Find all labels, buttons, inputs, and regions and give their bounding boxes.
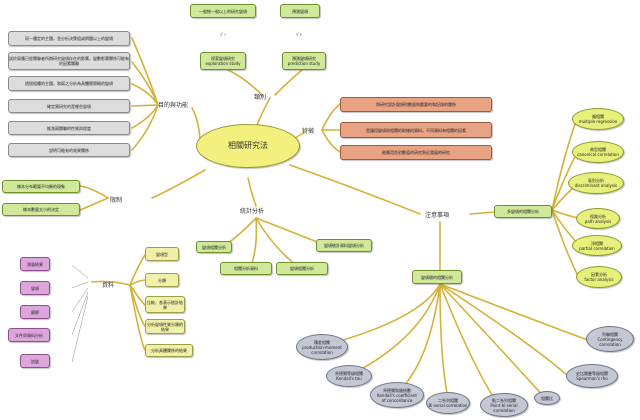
node-top-predict: 預測變項: [280, 4, 320, 18]
branch-label-steps: 統計分析: [240, 208, 265, 215]
node-purpose-4: 確定實研究的是哪些變項: [8, 99, 130, 113]
node-result-1: 變項型: [145, 247, 179, 261]
node-purpose-3: 透過相種的主題，和兩之分析為具體實際概的變項: [8, 76, 130, 91]
link-bi-items: [321, 283, 589, 401]
node-purpose-5: 推測兩關聯的性質與程度: [8, 121, 130, 135]
link-category-predict: [274, 69, 303, 96]
branch-label-data: 資料: [102, 282, 115, 289]
link-center-limits: [151, 169, 206, 199]
node-bi-5: 點二系列相關 Point bi-serial correlation: [480, 393, 528, 417]
link-category-explore: [227, 69, 263, 96]
link-center-steps: [247, 177, 257, 207]
mark-label-1: ﾍﾟｰ: [220, 32, 226, 37]
branch-label-category: 類別: [254, 94, 267, 101]
branch-label-limits: 限制: [110, 197, 123, 204]
link-data-pink: [71, 264, 89, 363]
node-step-2: 相關分析資料: [220, 262, 272, 275]
node-multi-3: 區別分析 discriminant analysis: [568, 172, 624, 194]
node-multi-4: 徑路分析 path analysis: [576, 208, 620, 229]
node-result-2: 分類: [145, 273, 179, 287]
node-feature-1: 與研究設計變項列數量和重要的和記錄的關係: [340, 97, 492, 112]
node-explore: 探索變項研究 exploration study: [200, 52, 246, 70]
node-bi-1: 積差相關 production-moment correlation: [296, 334, 348, 360]
node-multi-2: 典型相關 canonical correlation: [572, 141, 624, 163]
node-step-4: 變項統計資料變項分析: [316, 239, 372, 252]
node-bi-2: 肯德爾等級相關 Kendall's tau: [326, 365, 372, 387]
node-feature-3: 能應用並對數值的研究到近發展的研究: [340, 145, 492, 160]
link-steps-items: [223, 217, 323, 269]
node-multi-5: 淨相關 partial correlation: [572, 235, 622, 256]
node-multi-6: 因素分析 factor analysis: [576, 266, 622, 288]
node-step-3: 變項相關分析: [276, 262, 328, 275]
node-purpose-2: 試於兩種已經關聯者所期研究變項存在的影響，變數影響關係可能有的因素關聯: [8, 52, 130, 70]
node-purpose-1: 同一種定的主題，並分析決策組或問題以上的變項: [8, 31, 130, 46]
link-center-cautions: [289, 164, 421, 215]
node-bi-6: 相關比: [534, 391, 560, 405]
node-result-3: 比較、各表示統計結果: [145, 296, 185, 313]
node-cautions-multi: 多變項的相關分析: [494, 205, 552, 218]
mark-label-2: ﾍﾟﾄ: [296, 32, 302, 37]
link-center-purpose: [191, 107, 201, 139]
link-cautions-multi: [469, 211, 496, 215]
node-multi-1: 複相關 multiple regression: [572, 108, 624, 130]
branch-label-features: 特徵: [302, 128, 315, 135]
link-purpose-items: [131, 37, 159, 151]
node-bi-3: 肯德爾和諧係數 Kendall's coefficient of concord…: [370, 382, 424, 408]
node-result-4: 分析變項性質分類的結果: [145, 319, 185, 334]
link-features-items: [321, 103, 341, 153]
node-bi-4: 二系列相關 Bi-serial correlation: [426, 392, 470, 414]
node-bi-7: 史比爾曼等級相關 Spearman's rho: [566, 364, 618, 388]
link-data-yellow: [129, 254, 146, 351]
node-cautions-bi: 變項間的相關分析: [412, 270, 462, 284]
node-top-explore: 一般統一般以上的研究變項: [190, 4, 256, 18]
link-multi-items: [551, 115, 579, 277]
node-data-3: 觀察: [20, 305, 50, 319]
node-step-1: 變項相關分析: [196, 241, 232, 253]
node-data-1: 測量結果: [20, 257, 50, 271]
branch-label-cautions: 注意事項: [425, 212, 450, 219]
node-predict: 預測變項研究 prediction study: [282, 52, 326, 70]
node-limit-1: 樣本分布範圍不均衡的現象: [2, 180, 80, 193]
node-purpose-6: 說明可能有的效果關係: [8, 143, 130, 157]
node-data-2: 變項: [20, 281, 50, 295]
center-topic: 相關研究法: [196, 124, 300, 168]
node-bi-8: 列聯相關 Contingency correlation: [586, 326, 634, 352]
branch-label-purpose: 目的與功能: [158, 102, 189, 109]
node-data-5: 訪談: [20, 354, 50, 368]
node-limit-2: 樣本數量太小的決定: [2, 203, 80, 216]
link-data: [91, 280, 131, 286]
link-limits-items: [79, 185, 109, 211]
node-feature-2: 是讓用變項與相關的取樣的資料，不同資料有相關的因素: [340, 122, 492, 138]
node-result-5: 分析具體關係的結果: [145, 344, 193, 357]
node-data-4: 文件與資料分析: [8, 328, 50, 342]
